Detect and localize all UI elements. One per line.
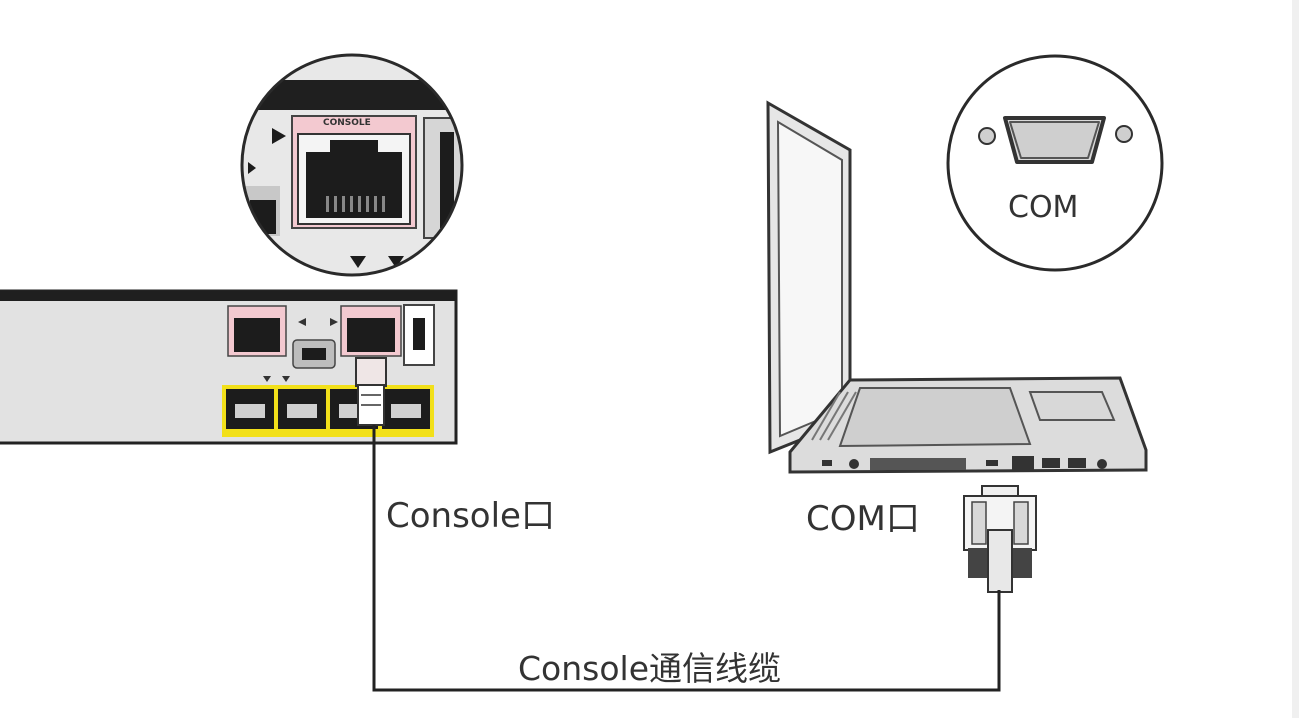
console-port-zoom: [240, 53, 464, 277]
laptop: [766, 100, 1148, 474]
db9-connector: [963, 485, 1037, 593]
switch-device: [0, 289, 458, 445]
cable-label: Console通信线缆: [518, 649, 782, 688]
com-port-label: COM口: [806, 499, 920, 539]
rj45-plug: [355, 357, 387, 426]
com-port-zoom: [946, 54, 1164, 272]
console-port-tiny-label: CONSOLE: [323, 118, 371, 128]
page-edge: [1292, 0, 1299, 718]
com-zoom-label: COM: [1008, 190, 1079, 225]
console-port-label: Console口: [386, 496, 555, 536]
console-cable: [372, 425, 1001, 692]
